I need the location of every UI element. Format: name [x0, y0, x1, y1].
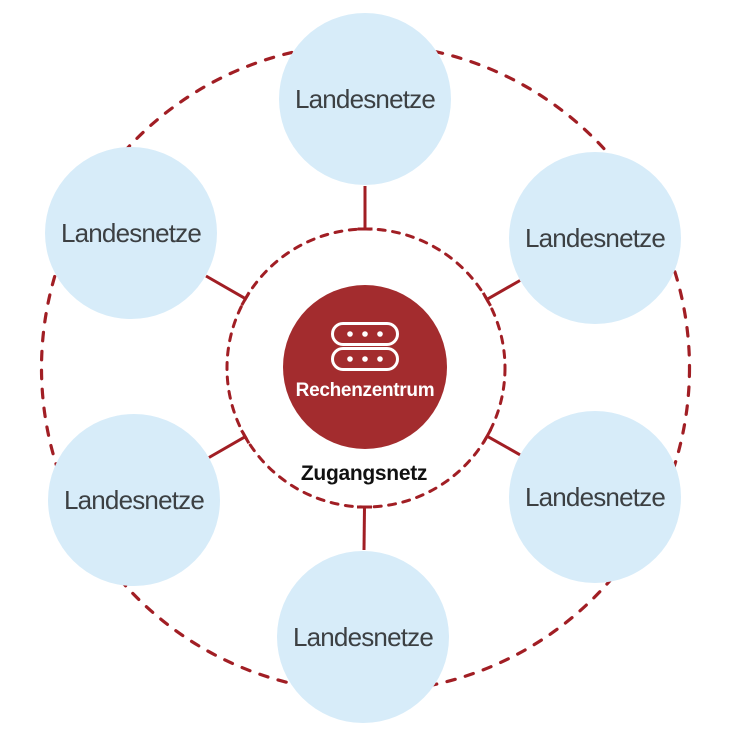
- connector-bottom: [357, 505, 372, 551]
- node-label: Landesnetze: [294, 83, 436, 114]
- node-landesnetze-top: Landesnetze: [279, 13, 451, 185]
- connector-upper-right: [481, 279, 521, 307]
- node-label: Landesnetze: [524, 481, 666, 512]
- access-ring-label: Zugangsnetz: [300, 462, 428, 485]
- hub-label: Rechenzentrum: [295, 380, 435, 401]
- node-landesnetze-upper-right: Landesnetze: [509, 152, 681, 324]
- node-label: Landesnetze: [60, 217, 202, 248]
- connector-upper-left: [205, 274, 251, 306]
- node-landesnetze-lower-left: Landesnetze: [48, 414, 220, 586]
- server-stack-icon: [331, 322, 399, 371]
- connector-top: [357, 186, 373, 231]
- node-label: Landesnetze: [292, 621, 434, 652]
- connector-lower-left: [208, 429, 251, 459]
- node-landesnetze-lower-right: Landesnetze: [509, 411, 681, 583]
- node-landesnetze-upper-left: Landesnetze: [45, 147, 217, 319]
- node-label: Landesnetze: [63, 484, 205, 515]
- connector-lower-right: [482, 428, 521, 457]
- connectors: [205, 186, 521, 551]
- node-landesnetze-bottom: Landesnetze: [277, 551, 449, 723]
- hub-rechenzentrum: Rechenzentrum: [283, 285, 447, 449]
- node-label: Landesnetze: [524, 222, 666, 253]
